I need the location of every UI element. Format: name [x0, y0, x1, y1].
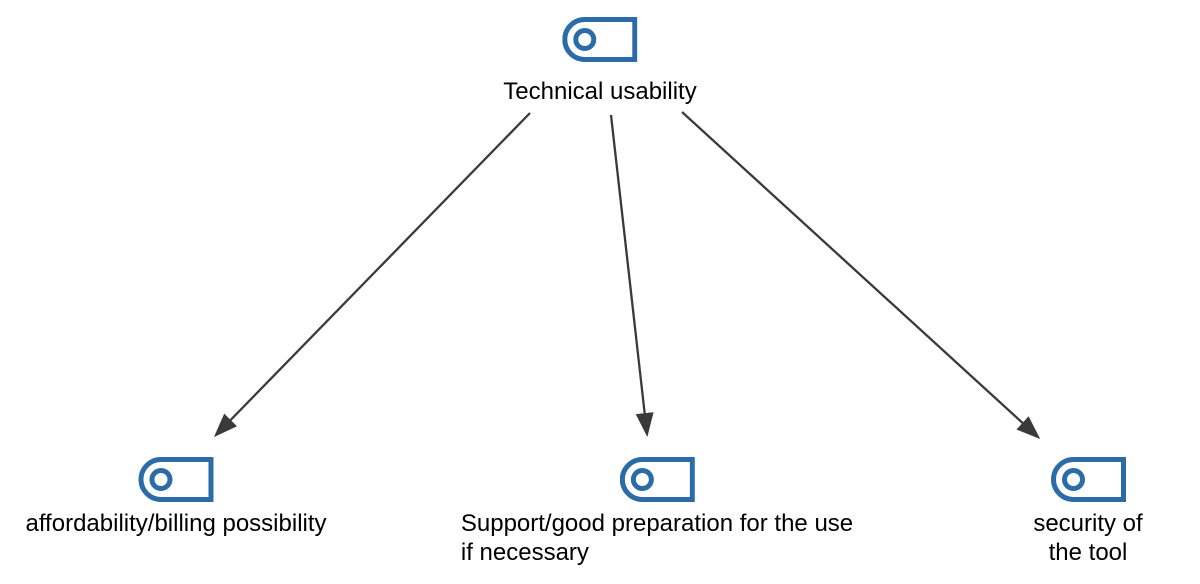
edge-arrow-root-to-security[interactable]: [681, 111, 1041, 440]
node-label: Support/good preparation for the use if …: [460, 510, 854, 566]
tag-icon: [1050, 457, 1126, 502]
node-label: security of the tool: [1033, 510, 1143, 566]
node-label: affordability/billing possibility: [25, 510, 327, 537]
node-security[interactable]: security of the tool: [1032, 457, 1144, 567]
tag-icon: [138, 457, 214, 502]
tag-icon: [562, 17, 638, 62]
node-technical-usability[interactable]: Technical usability: [503, 17, 697, 106]
node-affordability[interactable]: affordability/billing possibility: [25, 457, 327, 538]
node-label: Technical usability: [503, 78, 697, 105]
edge-arrow-root-to-affordability[interactable]: [213, 112, 531, 438]
edge-arrow-root-to-support[interactable]: [609, 114, 654, 437]
node-support[interactable]: Support/good preparation for the use if …: [461, 457, 853, 567]
tag-icon: [619, 457, 695, 502]
